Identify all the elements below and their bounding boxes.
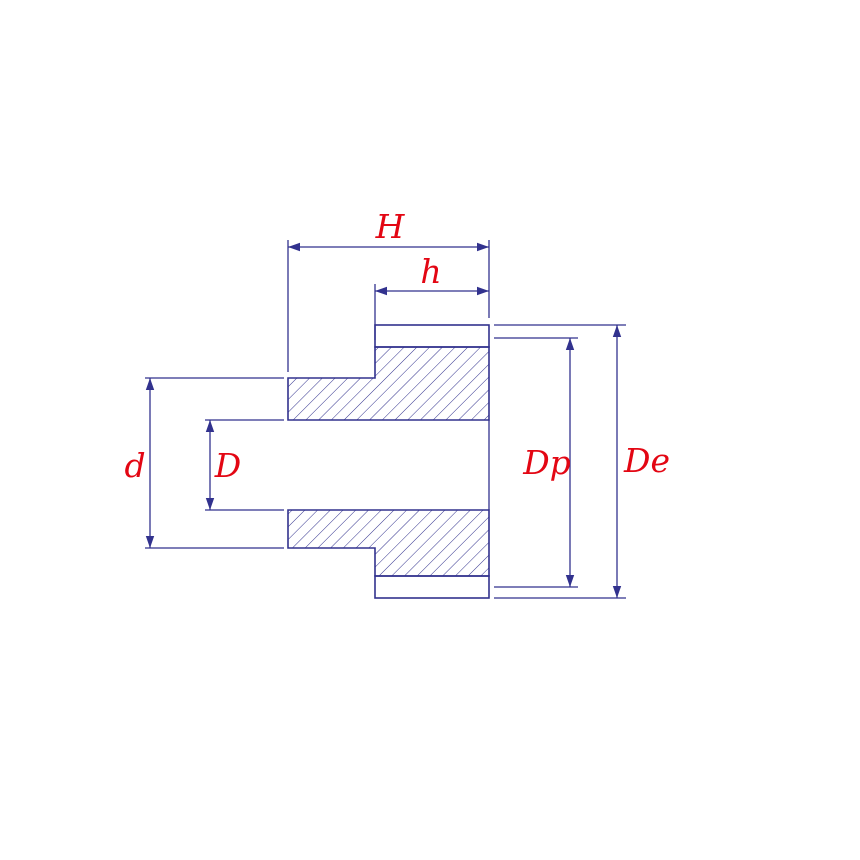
dimension-D: D — [205, 419, 284, 511]
arrowhead-up — [565, 338, 575, 350]
upper-section-hatch — [287, 346, 490, 421]
dimension-label-D: D — [214, 446, 241, 485]
arrowhead-up — [205, 420, 215, 432]
arrowhead-down — [565, 575, 575, 587]
arrowhead-left — [288, 242, 300, 252]
dimension-label-Dp: Dp — [522, 443, 571, 482]
arrowhead-down — [145, 536, 155, 548]
arrowhead-up — [145, 378, 155, 390]
dimension-h: h — [374, 252, 489, 340]
arrowhead-right — [477, 286, 489, 296]
dimension-label-H: H — [375, 207, 406, 246]
arrowhead-down — [612, 586, 622, 598]
arrowhead-down — [205, 498, 215, 510]
arrowhead-up — [612, 325, 622, 337]
dimension-d: d — [124, 377, 284, 549]
dimension-label-De: De — [623, 441, 670, 480]
bottom-tooth-strip — [374, 575, 490, 599]
dimension-H: H — [287, 207, 490, 372]
arrowhead-left — [375, 286, 387, 296]
dimension-label-h: h — [420, 252, 441, 291]
dimension-Dp: Dp — [494, 337, 578, 588]
top-tooth-strip — [374, 324, 490, 348]
lower-section-hatch — [287, 509, 490, 577]
arrowhead-right — [477, 242, 489, 252]
dimension-De: De — [494, 324, 670, 599]
gear-cross-section — [287, 324, 490, 599]
dimension-label-d: d — [124, 446, 145, 485]
